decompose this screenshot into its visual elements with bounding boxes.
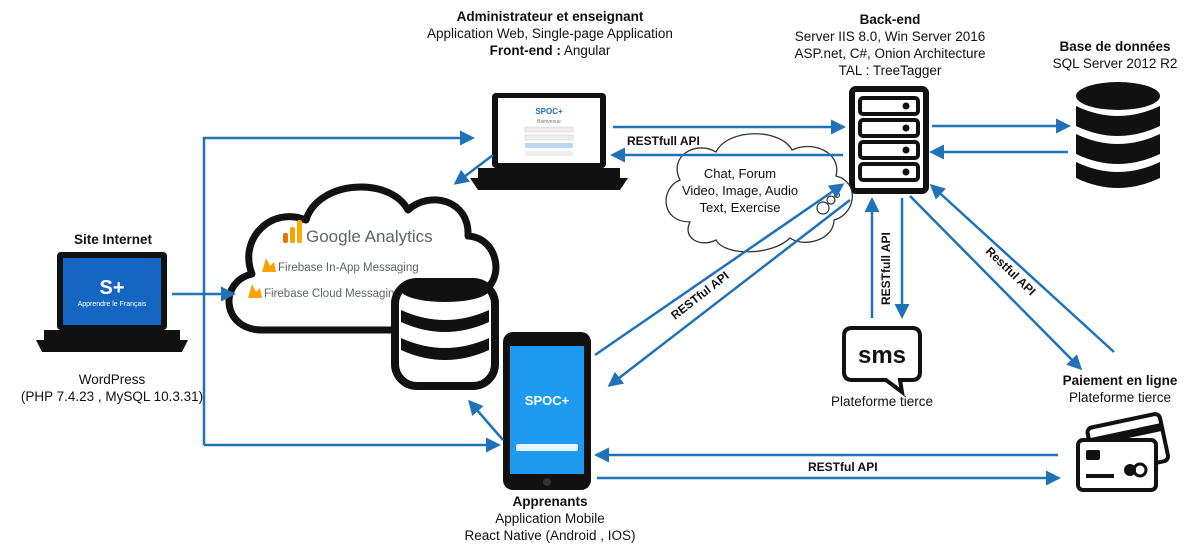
payment-cards-icon xyxy=(1076,412,1171,492)
sms-platform-text: Plateforme tierce xyxy=(830,394,934,409)
database-label: Base de données SQL Server 2012 R2 xyxy=(1040,38,1190,72)
payment-line-1: Plateforme tierce xyxy=(1068,390,1172,405)
mobile-screen-brand: SPOC+ xyxy=(525,393,570,408)
backend-server-icon xyxy=(849,86,929,194)
admin-title: Administrateur et enseignant xyxy=(456,9,644,24)
arrow-payment-backend xyxy=(929,183,1115,353)
apprenants-title: Apprenants xyxy=(512,494,588,509)
backend-label: Back-end Server IIS 8.0, Win Server 2016… xyxy=(760,11,1020,79)
bubble-line-2: Video, Image, Audio xyxy=(682,183,798,198)
arrow-backend-payment xyxy=(909,195,1083,371)
site-title-label: Site Internet xyxy=(38,231,188,248)
arrow-mobile-db xyxy=(468,399,504,441)
bubble-line-3: Text, Exercise xyxy=(700,200,781,215)
admin-frontend: Front-end : Angular xyxy=(489,43,611,58)
payment-title: Paiement en ligne xyxy=(1062,373,1178,388)
admin-screen-subtitle: Bienvenue xyxy=(537,119,561,125)
main-database-icon xyxy=(1076,82,1160,188)
admin-screen-brand: SPOC+ xyxy=(535,107,563,116)
google-analytics-label: Google Analytics xyxy=(306,227,433,246)
api-label-admin-backend: RESTfull API xyxy=(627,134,700,148)
backend-line-1: Server IIS 8.0, Win Server 2016 xyxy=(794,29,986,44)
arrow-admin-cloud xyxy=(453,154,494,185)
site-line-1: WordPress xyxy=(78,372,146,387)
site-screen-logo: S+ xyxy=(99,277,124,299)
arrow-bus-admin xyxy=(202,130,475,445)
bubble-line-1: Chat, Forum xyxy=(704,166,776,181)
local-database-icon xyxy=(391,278,499,390)
api-label-mobile-payment: RESTful API xyxy=(808,460,878,474)
firebase-cloud-messaging-label: Firebase Cloud Messaging xyxy=(264,288,401,300)
admin-line-1: Application Web, Single-page Application xyxy=(427,26,673,41)
backend-title: Back-end xyxy=(859,12,921,27)
backend-line-3: TAL : TreeTagger xyxy=(838,63,942,78)
site-screen-text: Apprendre le Français xyxy=(78,301,147,308)
api-label-payment-backend: Restful API xyxy=(983,244,1038,298)
site-details-label: WordPress (PHP 7.4.23 , MySQL 10.3.31) xyxy=(0,371,224,405)
arrow-mobile-backend xyxy=(594,183,845,357)
admin-laptop[interactable]: SPOC+ Bienvenue xyxy=(470,93,628,190)
sms-label: Plateforme tierce xyxy=(812,393,952,410)
apprenants-label: Apprenants Application Mobile React Nati… xyxy=(420,493,680,544)
firebase-inapp-icon xyxy=(262,258,276,272)
firebase-inapp-label: Firebase In-App Messaging xyxy=(278,262,419,274)
firebase-cloud-messaging-icon xyxy=(248,284,262,298)
admin-label: Administrateur et enseignant Application… xyxy=(400,8,700,59)
sms-icon: sms xyxy=(842,326,922,397)
google-analytics-icon xyxy=(283,220,302,243)
site-title: Site Internet xyxy=(73,232,152,247)
payment-label: Paiement en ligne Plateforme tierce xyxy=(1050,372,1190,406)
site-laptop[interactable]: S+ Apprendre le Français xyxy=(36,252,188,352)
mobile-phone[interactable]: SPOC+ xyxy=(503,332,591,490)
apprenants-line-2: React Native (Android , IOS) xyxy=(464,528,636,543)
api-label-sms-backend: RESTfull API xyxy=(879,232,893,305)
backend-line-2: ASP.net, C#, Onion Architecture xyxy=(794,46,986,61)
svg-text:sms: sms xyxy=(858,342,906,369)
connection-arrows xyxy=(172,118,1115,486)
apprenants-line-1: Application Mobile xyxy=(495,511,605,526)
database-title: Base de données xyxy=(1059,39,1171,54)
database-line-1: SQL Server 2012 R2 xyxy=(1052,56,1178,71)
site-line-2: (PHP 7.4.23 , MySQL 10.3.31) xyxy=(20,389,204,404)
arrow-backend-mobile xyxy=(607,199,851,387)
